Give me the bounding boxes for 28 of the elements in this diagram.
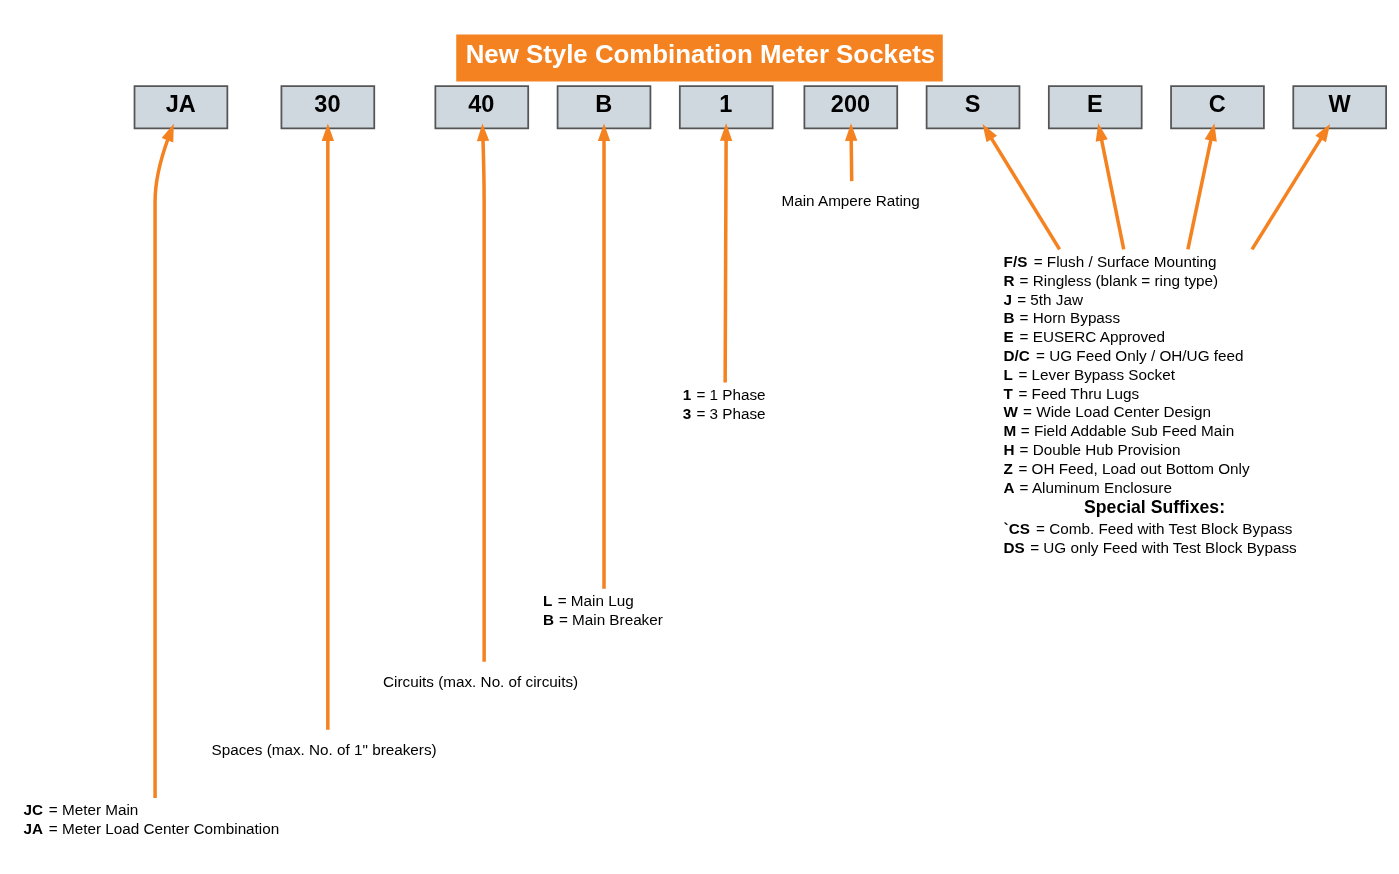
node-box: B: [556, 84, 652, 129]
arrow: [476, 122, 490, 662]
node-text: F/S = Flush / Surface Mounting R = Ringless (blank = ring type) J = 5th Jaw B = Horn Bypass E = EUSERC Approved D/C = UG Feed Only / OH/UG feed L = Lever Bypass Socket T = Feed Thru Lugs W = Wide Load Center Design M = Field Addable Sub Feed Main H = Double Hub Provision Z = OH Feed, Load out Bottom Only A = Aluminum Enclosure Special Suffixes: `CS = Comb. Feed with Test Block Bypass DS = UG only Feed with Test Block Bypass: [1003, 252, 1297, 556]
node-box: W: [1292, 84, 1387, 129]
arrow: [845, 122, 858, 181]
node-box: 40: [434, 84, 530, 129]
node-text: Spaces (max. No. of 1" breakers): [211, 740, 437, 758]
arrow: [1250, 123, 1331, 250]
node-text: Main Ampere Rating: [781, 191, 920, 209]
node-box: 200: [803, 84, 899, 129]
arrow: [982, 123, 1062, 250]
node-text: 1 = 1 Phase 3 = 3 Phase: [682, 385, 766, 422]
node-box: S: [925, 84, 1021, 129]
node-text: JC = Meter Main JA = Meter Load Center Combination: [23, 800, 280, 837]
arrow: [719, 122, 733, 382]
arrow: [1186, 122, 1217, 250]
arrow: [597, 122, 611, 589]
node-box: 1: [678, 84, 774, 129]
arrow: [321, 122, 335, 730]
node-box: 30: [280, 84, 376, 129]
arrow: [1095, 122, 1126, 250]
node-text: L = Main Lug B = Main Breaker: [542, 591, 663, 628]
node-text: Circuits (max. No. of circuits): [383, 672, 579, 690]
arrow: [153, 123, 174, 798]
node-box: C: [1170, 84, 1265, 129]
node-box: E: [1047, 84, 1143, 129]
diagram-title: New Style Combination Meter Sockets: [465, 39, 936, 68]
node-box: JA: [133, 84, 229, 129]
